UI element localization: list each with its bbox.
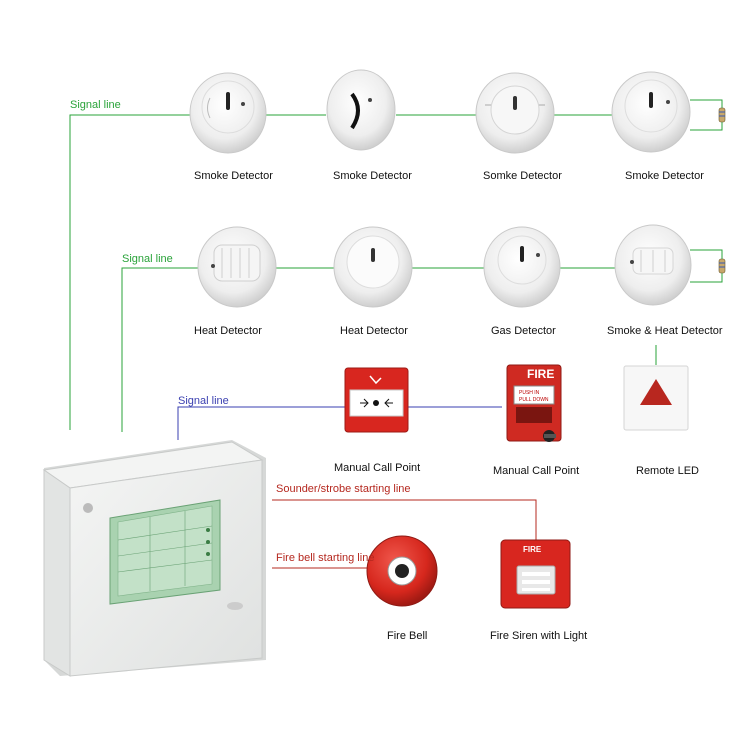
device-label-smoke-detector-1: Smoke Detector xyxy=(194,170,273,182)
manual-pull-station-icon: FIRE PUSH IN PULL DOWN xyxy=(506,364,562,442)
heat-detector-icon xyxy=(197,226,277,308)
device-label-heat-detector-1: Heat Detector xyxy=(194,325,262,337)
resistor-icon xyxy=(718,258,726,274)
signal-line-1 xyxy=(69,114,612,430)
pull-text: PULL DOWN xyxy=(519,397,549,403)
fire-siren-icon: FIRE xyxy=(500,539,571,609)
siren-fire-text: FIRE xyxy=(523,545,542,554)
eol-wire-2 xyxy=(690,249,723,283)
fire-bell-line-label: Fire bell starting line xyxy=(276,552,375,564)
resistor-icon xyxy=(718,107,726,123)
remote-led-icon xyxy=(623,365,689,431)
device-label-smoke-detector-3: Somke Detector xyxy=(483,170,562,182)
wiring xyxy=(69,99,723,569)
push-text: PUSH IN xyxy=(519,390,540,396)
device-label-manual-call-point-2: Manual Call Point xyxy=(493,465,580,477)
fire-bell-icon xyxy=(366,535,438,607)
device-label-smoke-heat-detector: Smoke & Heat Detector xyxy=(607,325,723,337)
sounder-line xyxy=(272,499,537,540)
device-label-smoke-detector-2: Smoke Detector xyxy=(333,170,412,182)
signal-line-2 xyxy=(121,267,616,432)
signal-line-label: Signal line xyxy=(178,395,229,407)
device-label-heat-detector-2: Heat Detector xyxy=(340,325,408,337)
heat-detector-icon xyxy=(333,226,413,308)
smoke-detector-icon xyxy=(611,71,691,153)
gas-detector-icon xyxy=(483,226,561,308)
device-label-manual-call-point-1: Manual Call Point xyxy=(334,462,421,474)
manual-call-point-icon xyxy=(344,367,409,433)
device-label-smoke-detector-4: Smoke Detector xyxy=(625,170,704,182)
device-label-fire-bell: Fire Bell xyxy=(387,630,428,642)
signal-line-3 xyxy=(177,406,502,440)
device-label-remote-led: Remote LED xyxy=(636,465,699,477)
fire-alarm-control-panel-icon xyxy=(42,440,266,677)
smoke-detector-icon xyxy=(475,72,555,154)
signal-line-label: Signal line xyxy=(122,253,173,265)
eol-wire-1 xyxy=(690,99,723,131)
smoke-heat-detector-icon xyxy=(614,224,692,306)
smoke-detector-icon xyxy=(326,69,396,151)
fire-text: FIRE xyxy=(527,367,554,381)
signal-line-label: Signal line xyxy=(70,99,121,111)
smoke-detector-icon xyxy=(189,72,267,154)
device-label-fire-siren: Fire Siren with Light xyxy=(490,630,588,642)
device-label-gas-detector: Gas Detector xyxy=(491,325,556,337)
sounder-strobe-line-label: Sounder/strobe starting line xyxy=(276,483,411,495)
